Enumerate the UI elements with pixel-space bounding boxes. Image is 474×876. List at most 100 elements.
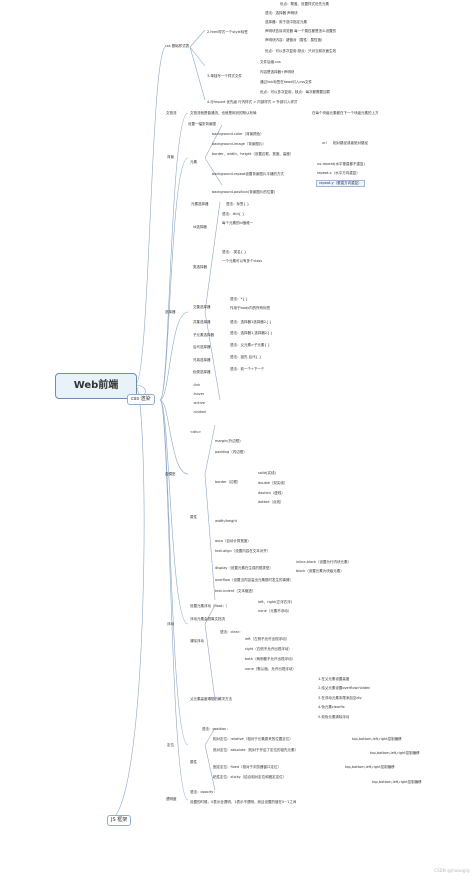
sel-group-7: 兄弟选择器 <box>193 358 211 362</box>
css-external-label: 3.单独写一个样式文件 <box>207 74 242 78</box>
top-row-3: 声明块告诉浏览器 每一个属性都是怎么设置的 <box>265 29 337 33</box>
float-row-2: none（元素不浮动） <box>258 609 292 613</box>
sel-group-0: 元素选择器 <box>191 202 209 206</box>
top-row-4: 声明块内容：键值对（属性：属性值） <box>265 38 325 42</box>
box-label: 盒模型 <box>165 472 176 476</box>
doc-flow-label: 文档流 <box>166 111 177 115</box>
box-row-8: width/height <box>215 519 237 523</box>
sel-label: 选择器 <box>165 310 176 314</box>
bg-row-3: border、width、height（设置边框、宽度、高度） <box>212 152 294 156</box>
float-fix-label: 父元素高度塌陷的解决方法 <box>190 697 232 701</box>
float-fix-3: 4.伪元素clearfix <box>318 705 345 709</box>
pos-row-0: 语法：position： <box>202 727 230 731</box>
box-row-6: dashed（虚线） <box>258 491 285 495</box>
pos-side: 属性 <box>190 760 197 764</box>
css-embed-label: 2.html样式一个style标签 <box>207 30 248 34</box>
pos-row-3: 固定定位：fixed（相对于浏览器窗口定位） <box>213 765 282 769</box>
sel-group-2: 类选择器 <box>193 265 207 269</box>
top-row-2: 选择器：用于选中指定元素 <box>265 20 307 24</box>
sel-row-1: 语法：#id{ } <box>222 212 245 216</box>
float-row-5: 语法：clear： <box>220 630 243 634</box>
float-row-8: both（两侧都不允许出现浮动） <box>245 657 295 661</box>
pos-note-2: top,bottom,left,right控制偏移 <box>345 765 395 769</box>
bg-row-0: 设置一幅张背景图 <box>188 122 216 126</box>
sel-group-4: 并集选择器 <box>193 320 211 324</box>
top-row-7: 内容是选择器+声明块 <box>260 70 295 74</box>
box-prop-1: display（设置元素在生成的框类型） <box>215 566 273 570</box>
pos-label: 定位 <box>167 743 174 747</box>
sel-row-13: :hover <box>193 392 205 396</box>
pos-row-4: 粘性定位：sticky（结合相对定位和固定定位） <box>213 775 287 779</box>
box-row-0: <div> <box>190 430 202 434</box>
box-row-1: margin(外边框) <box>215 439 241 443</box>
box-row-9: auto（自动计算宽度） <box>215 539 251 543</box>
float-row-0: 设置元素浮动（float：） <box>190 604 230 608</box>
top-row-9: 优点：可以多次复用，缺点：每次都需要加载 <box>260 90 330 94</box>
sel-row-12: :link <box>193 383 201 387</box>
bg-sub-1: 相对路径或者绝对路径 <box>333 141 368 145</box>
sel-row-15: :visited <box>193 410 206 414</box>
sel-row-2: 每个元素的id值唯一 <box>222 221 254 225</box>
top-row-0: 优点：覆盖、设置样式优先元素 <box>280 2 329 6</box>
hub-js[interactable]: JS 框架 <box>107 815 132 826</box>
float-row-4: 清除浮动 <box>190 639 204 643</box>
float-fix-4: 5.双伪元素清除浮动 <box>318 715 350 719</box>
box-prop-3: text-indent（文本缩进） <box>215 589 256 593</box>
top-row-5: 优点：可以多次复用 缺点：只对当前页面生效 <box>265 49 337 53</box>
sel-group-3: 交集选择器 <box>193 305 211 309</box>
box-row-5: dotted（点线） <box>258 500 284 504</box>
bg-sub-4: repeat-y（垂直方向重复） <box>316 180 365 187</box>
pos-note-0: top,bottom,left,right控制偏移 <box>352 737 402 741</box>
box-prop-2: overflow（设置当内容溢出元素框时发生的事情） <box>215 578 294 582</box>
box-prop-0: text-align（设置内容在文本对齐） <box>215 549 271 553</box>
doc-flow-note: 文档流就是普通流，也就是网页的默认布局 <box>190 111 257 115</box>
bg-row-1: background-color（背景颜色） <box>212 132 264 136</box>
float-fix-2: 3.在浮动元素末尾添加空div <box>318 696 362 700</box>
pos-row-1: 相对定位：relative（相对于元素原来的位置定位） <box>213 737 293 741</box>
float-label: 浮动 <box>167 622 174 626</box>
sel-group-5: 子元素选择器 <box>193 333 214 337</box>
sel-row-3: 语法：.类名{ } <box>222 250 247 254</box>
float-row-1: left、right(左浮右浮) <box>258 600 293 604</box>
bg-row-4: background-repeat设置背景图片平铺的方式 <box>212 172 284 176</box>
bg-row-2: background-image（背景图片） <box>212 142 266 146</box>
bg-sub-0: url <box>322 141 327 145</box>
top-row-6: 文件后缀.css <box>260 60 281 64</box>
trans-label: 透明度 <box>166 797 177 801</box>
box-row-7: double（双实线） <box>258 481 288 485</box>
trans-row-2: 设置的时候，0表示全透明，1表示不透明，而且设置的值在0~1之间 <box>190 800 297 804</box>
sel-row-0: 语法：标签{ } <box>226 202 250 206</box>
float-row-7: right（右侧不允许出现浮动） <box>245 647 292 651</box>
bg-row-5: background-position(背景图片的位置) <box>212 190 276 194</box>
trans-row-1: 语法：opacity： <box>190 790 217 794</box>
box-row-3: border（边框） <box>215 480 241 484</box>
float-row-3: 浮动元素会脱离文档流 <box>190 617 225 621</box>
box-row-4: solid(实线) <box>258 471 276 475</box>
bg-sub-2: no-repeat(水平垂直都不重复) <box>317 162 365 166</box>
pos-note-3: top,bottom,left,right控制偏移 <box>372 780 422 784</box>
hub-css[interactable]: css 渲染 <box>127 394 155 405</box>
sel-row-5: 语法：*{ } <box>230 297 248 301</box>
pos-row-2: 绝对定位：absolute（相对于开启了定位的祖先元素） <box>213 748 299 752</box>
pos-note-1: top,bottom,left,right控制偏移 <box>370 751 420 755</box>
sel-group-1: id选择器 <box>193 225 207 229</box>
root-node[interactable]: Web前端 <box>55 373 137 399</box>
sel-group-8: 伪类选择器 <box>193 370 211 374</box>
float-fix-1: 2.给父元素设置overflow:hidden <box>318 686 371 690</box>
bg-side: 元素 <box>190 160 197 164</box>
css-basic-label: css 基础样式表 <box>165 44 190 48</box>
box-prop-4: inline-block（设置为行内块元素） <box>296 560 352 564</box>
bg-sub-3: repeat-x（水平方向重复） <box>317 171 360 175</box>
sel-row-10: 语法：祖先 后代{ } <box>230 355 262 359</box>
sel-row-4: 一个元素可以有多个class <box>222 259 263 263</box>
float-row-9: none（默认值，允许出现浮动） <box>245 667 296 671</box>
sel-row-14: :active <box>193 401 205 405</box>
sel-group-6: 后代选择器 <box>193 345 211 349</box>
bg-label: 背景 <box>167 155 174 159</box>
doc-flow-note2: 在每个块级元素都在下一个块级元素的上方 <box>312 111 379 115</box>
sel-row-6: 作用于body内的所有标签 <box>230 306 271 310</box>
watermark: CSDN @jhaiwqjdy <box>434 868 470 873</box>
top-row-1: 语法：选择器 声明块 <box>265 11 298 15</box>
top-row-8: 通过link标签在head引入css文件 <box>260 80 312 84</box>
float-row-6: left（左侧不允许出现浮动） <box>245 637 290 641</box>
